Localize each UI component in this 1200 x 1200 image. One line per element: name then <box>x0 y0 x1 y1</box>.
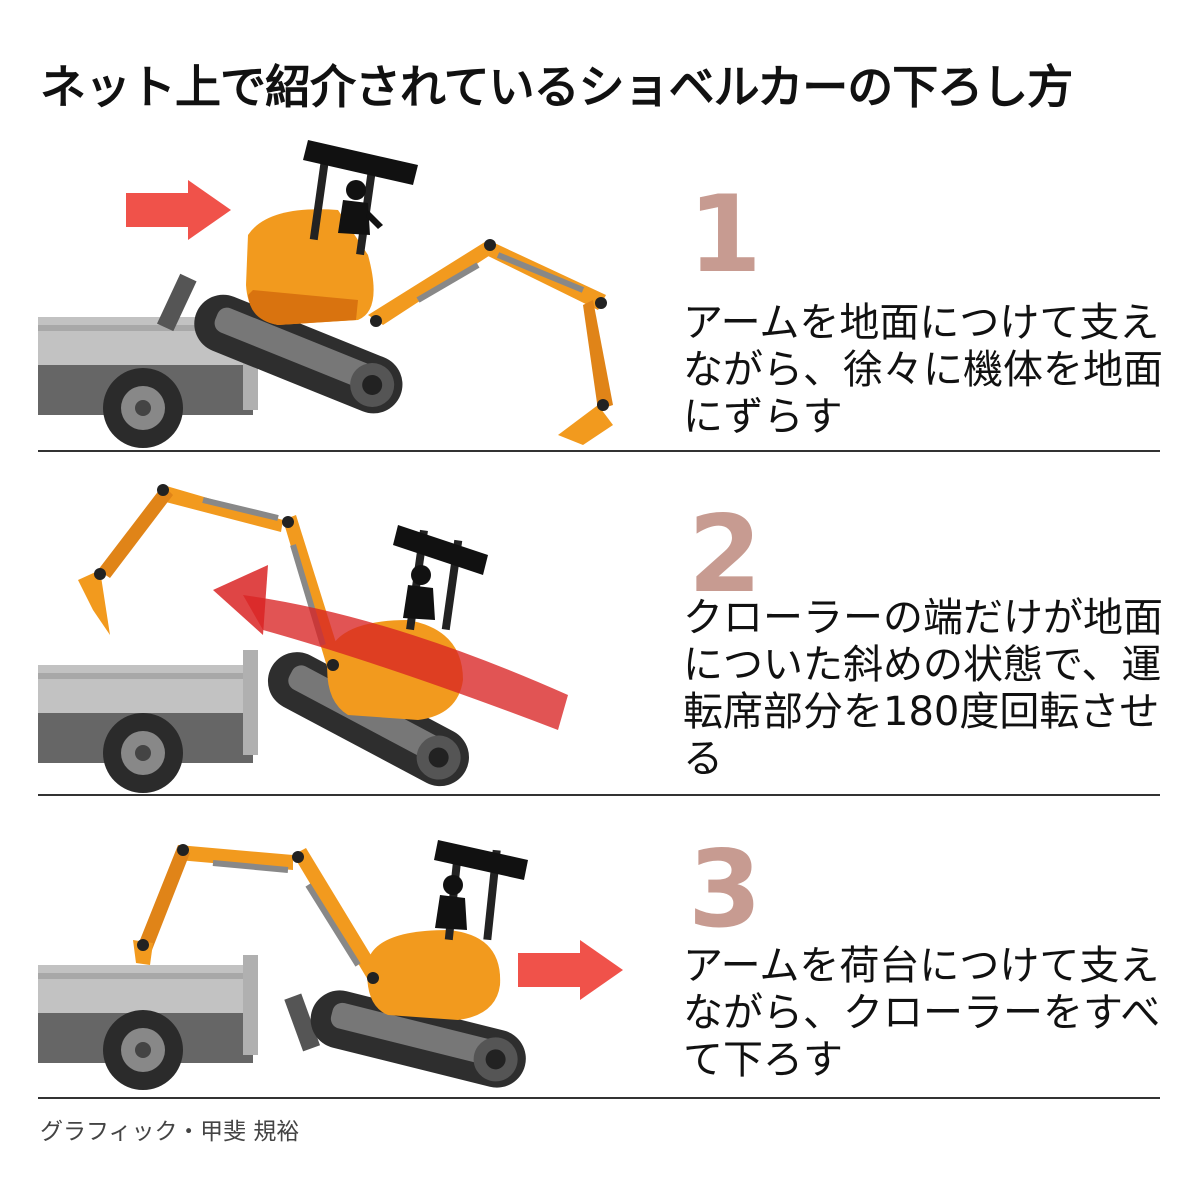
step-1-illustration <box>38 140 613 448</box>
operator-icon <box>403 565 435 620</box>
page-title: ネット上で紹介されているショベルカーの下ろし方 <box>40 60 1073 114</box>
right-arrow-icon <box>518 940 623 1000</box>
step-number-3: 3 <box>688 828 762 951</box>
step-2-illustration <box>38 484 568 793</box>
graphic-credit: グラフィック・甲斐 規裕 <box>40 1119 300 1145</box>
step-panel-1: 1 アームを地面につけて支えながら、徐々に機体を地面にずらす <box>38 125 1163 448</box>
divider-2 <box>38 794 1160 796</box>
step-panel-2: 2 クローラーの端だけが地面についた斜めの状態で、運転席部分を180度回転させる <box>38 470 1163 793</box>
step-text-3: アームを荷台につけて支えながら、クローラーをすべて下ろす <box>683 943 1161 1083</box>
crawler-track <box>310 990 526 1088</box>
step-3-illustration <box>38 840 623 1090</box>
step-number-2: 2 <box>688 493 762 616</box>
excavator-icon <box>246 140 613 445</box>
rotation-arrow-icon <box>213 565 568 730</box>
step-text-2: クローラーの端だけが地面についた斜めの状態で、運転席部分を180度回転させる <box>683 595 1163 782</box>
excavator-icon <box>78 484 488 720</box>
divider-3 <box>38 1097 1160 1099</box>
step-number-1: 1 <box>688 173 762 296</box>
truck-icon <box>38 955 258 1090</box>
divider-1 <box>38 450 1160 452</box>
step-panel-3: 3 アームを荷台につけて支えながら、クローラーをすべて下ろす <box>38 815 1160 1135</box>
operator-icon <box>338 180 383 235</box>
step-text-1: アームを地面につけて支えながら、徐々に機体を地面にずらす <box>683 300 1163 440</box>
operator-icon <box>435 875 467 930</box>
crawler-track <box>194 294 403 414</box>
excavator-icon <box>133 840 528 1020</box>
truck-icon <box>38 650 258 793</box>
right-arrow-icon <box>126 180 231 240</box>
